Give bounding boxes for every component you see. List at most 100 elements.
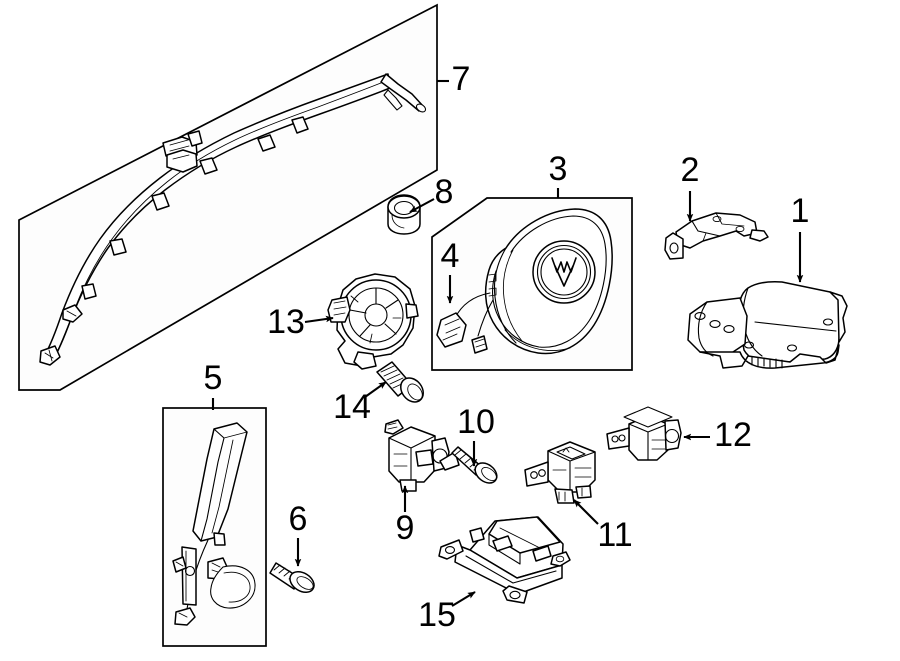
vw-logo-glyph [551,257,577,287]
sensor-9-body-lines [393,453,408,467]
clock-spring-detent-notches [350,295,402,344]
bracket-edge-2 [702,232,707,242]
passenger-airbag-bottom-flange [699,344,840,369]
passenger-airbag-side-hole-c [822,318,834,326]
control-module-connector-tab-1 [492,535,513,552]
callout-number-6: 6 [289,500,308,538]
callout-number-13: 13 [267,303,305,341]
bolt-6-head [289,570,315,594]
screw-10-head-face [481,467,497,481]
bracket-body [675,212,758,249]
seat-airbag-strap-loop [207,557,256,609]
curtain-airbag-mid-anchor [62,304,83,323]
leader-15 [451,591,476,607]
harness-connector-large [436,312,467,348]
sensor-9-boss [415,449,434,467]
passenger-airbag-body-seam [754,321,837,332]
part-14-bolt [376,361,424,403]
control-module-ear-right-hole [509,590,521,600]
callout-number-11: 11 [597,516,632,554]
control-module-lid-edge [488,533,521,565]
part-15-control-module [438,516,571,604]
bracket-left-tab [664,232,684,260]
leader-8 [409,198,435,213]
callout-number-4: 4 [441,237,460,275]
callout-number-7: 7 [452,60,471,98]
harness-lead-2 [477,299,494,337]
control-module-connector-tab-3 [469,527,485,543]
bracket-left-hole [669,242,679,254]
seat-airbag-fold-edge [200,428,225,542]
seat-airbag-clip-top [213,532,226,546]
screw-10-threads [454,449,481,471]
sensor-12-top-face [628,423,669,461]
control-module-ear-right [502,585,528,604]
leader-11 [573,499,599,525]
passenger-airbag-hole-1 [694,312,706,320]
control-module-body [454,544,563,595]
bolt-14-head [400,377,424,403]
clock-spring-connector-block [327,296,351,323]
bolt-14-threads [380,365,407,389]
vw-logo [532,240,596,304]
passenger-airbag-notch-teeth [751,356,783,369]
part-11-side-impact-sensor [524,441,596,504]
harness-connector-small [471,335,488,354]
part-13-clock-spring [327,273,419,370]
passenger-airbag-right-cap [829,291,848,343]
callout-number-1: 1 [791,192,810,230]
part-2-mounting-bracket [664,212,769,260]
callout-number-15: 15 [418,596,456,634]
grommet-side-shade [391,214,405,229]
control-module-front-seam [465,555,557,584]
clock-spring-right-tab [405,303,419,319]
bracket-top-fold [691,220,721,237]
seat-airbag-top-facet [223,431,248,439]
bracket-right-tab [749,229,769,242]
part-5-seat-airbag-group [162,407,267,647]
driver-airbag-clip-notch-2 [488,287,497,297]
callout-numbers: 1 2 3 4 5 6 7 8 9 10 11 12 13 14 15 [204,60,810,634]
callout-number-3: 3 [549,150,568,188]
part-4-wiring-harness [436,292,494,354]
sensor-9-top-face [388,435,436,483]
bracket-top-hole [712,215,722,223]
part-6-bolt [269,562,315,594]
seat-airbag-seam [211,439,234,534]
callout-number-12: 12 [714,416,752,454]
curtain-airbag-mount-tabs [81,116,309,300]
leader-13 [304,315,334,324]
callout-leaders [211,79,804,607]
bolt-14-head-face [407,383,423,401]
sensor-11-foot [554,488,575,504]
clock-spring-lower-tab [353,351,377,370]
callout-number-5: 5 [204,359,223,397]
passenger-airbag-side-hole-b [743,341,755,349]
sensor-11-body-lines [552,467,592,478]
driver-airbag-clip-notch-1 [488,273,497,283]
sensor-12-top-cap [623,406,673,428]
curtain-airbag-tip [415,103,427,113]
passenger-airbag-hole-2 [709,320,721,328]
seat-airbag-left-bracket [172,546,197,606]
part-9-front-impact-sensor [384,419,450,492]
sensor-11-top-face [547,450,596,493]
curtain-airbag-end-cap [383,89,403,111]
callout-number-10: 10 [457,403,495,441]
sensor-12-mount-eye [664,419,682,451]
callout-number-9: 9 [396,509,415,547]
control-module-connector-tab-2 [532,545,552,562]
sensor-11-connector [524,461,549,487]
curtain-airbag-retainer-clip [162,130,203,173]
control-module-ear-left [438,539,464,560]
passenger-airbag-side-hole-a [786,344,798,352]
seat-airbag-loop [210,565,256,609]
callout-number-14: 14 [333,388,371,426]
seat-airbag-lower-clip [174,607,196,626]
sensor-9-connector-pin [384,419,404,435]
control-module-ear-back [550,551,571,567]
part-12-rear-impact-sensor [606,406,682,461]
part-10-screw [439,446,498,484]
